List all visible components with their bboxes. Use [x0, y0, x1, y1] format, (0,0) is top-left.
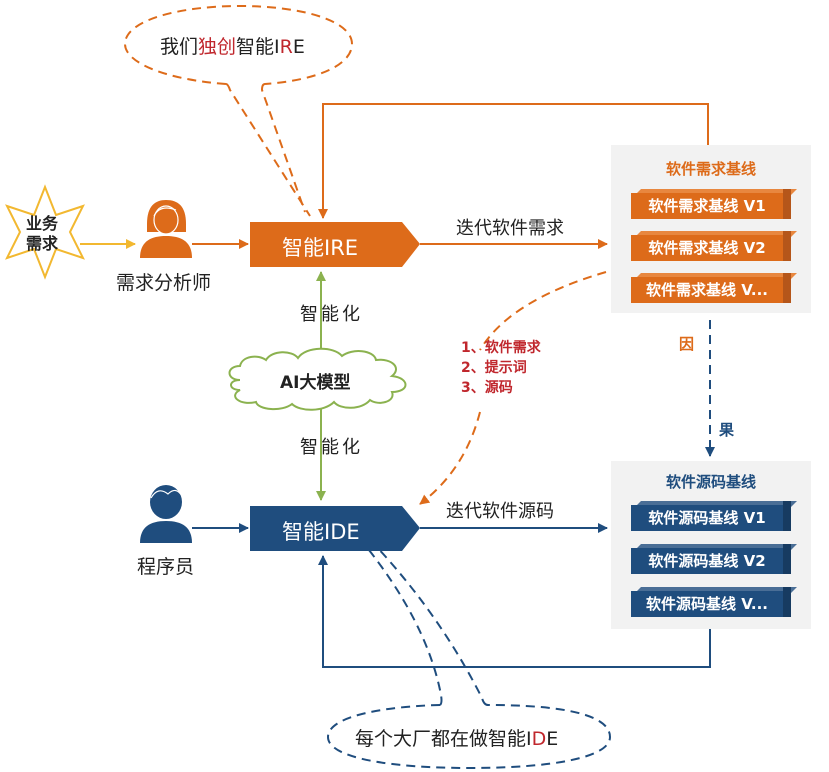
male-user-icon — [140, 485, 192, 543]
requirements-baseline-item[interactable]: 软件需求基线 V... — [631, 273, 797, 303]
ide-callout-shape — [326, 544, 612, 770]
business-need-label: 业务 需求 — [26, 214, 58, 254]
ire-callout-highlight: 独创 — [198, 36, 237, 58]
requirements-baseline-item[interactable]: 软件需求基线 V1 — [631, 189, 797, 219]
cloud-icon — [228, 347, 407, 411]
requirements-baseline-item[interactable]: 软件需求基线 V2 — [631, 231, 797, 261]
iterate-code-label: 迭代软件源码 — [446, 501, 554, 522]
ai-up-label: 智能化 — [300, 304, 363, 325]
ire-callout-text: 我们独创智能IRE — [160, 32, 305, 59]
ide-callout-text: 每个大厂都在做智能IDE — [355, 724, 558, 751]
requirements-baseline-item-label: 软件需求基线 V1 — [631, 193, 783, 219]
code-baseline-item[interactable]: 软件源码基线 V2 — [631, 544, 797, 574]
inputs-item: 1、软件需求 — [461, 340, 541, 356]
inputs-item: 2、提示词 — [461, 360, 527, 376]
ire-callout-prefix: 我们 — [160, 36, 199, 58]
ide-callout-prefix: 每个大厂都在做智能I — [355, 728, 532, 750]
star-burst-icon — [5, 184, 85, 280]
requirements-baseline-item-label: 软件需求基线 V... — [631, 277, 783, 303]
business-need-line2: 需求 — [26, 234, 59, 253]
ire-box-label: 智能IRE — [282, 236, 359, 260]
inputs-list: 1、软件需求 2、提示词 3、源码 — [461, 338, 541, 398]
ire-callout-suffix: E — [292, 36, 305, 58]
ai-down-label: 智能化 — [300, 437, 363, 458]
requirements-baseline-title: 软件需求基线 — [665, 160, 756, 178]
cause-label: 因 — [679, 335, 695, 353]
code-baseline-item[interactable]: 软件源码基线 V1 — [631, 501, 797, 531]
ire-callout-shape — [123, 4, 354, 217]
ire-callout-highlight2: R — [279, 36, 293, 58]
code-feedback-loop — [318, 555, 711, 668]
business-need-line1: 业务 — [26, 214, 59, 233]
ide-callout-suffix: E — [546, 728, 559, 750]
effect-label: 果 — [719, 421, 735, 439]
req-feedback-loop — [318, 103, 709, 219]
ide-box[interactable] — [250, 506, 420, 551]
ire-callout-middle: 智能I — [236, 36, 280, 58]
analyst-label: 需求分析师 — [116, 272, 212, 294]
iterate-requirements-label: 迭代软件需求 — [456, 218, 564, 239]
code-baseline-panel: 软件源码基线 软件源码基线 V1 软件源码基线 V2 软件源码基线 V... — [611, 461, 811, 629]
inputs-dashed-arrow — [420, 271, 607, 504]
code-baseline-item-label: 软件源码基线 V1 — [631, 505, 783, 531]
requirements-baseline-item-label: 软件需求基线 V2 — [631, 235, 783, 261]
female-user-icon — [140, 200, 192, 258]
programmer-label: 程序员 — [137, 556, 195, 578]
inputs-item: 3、源码 — [461, 380, 513, 396]
code-baseline-item-label: 软件源码基线 V2 — [631, 548, 783, 574]
requirements-baseline-panel: 软件需求基线 软件需求基线 V1 软件需求基线 V2 软件需求基线 V... — [611, 145, 811, 313]
code-baseline-item-label: 软件源码基线 V... — [631, 591, 783, 617]
ire-box[interactable] — [250, 222, 420, 267]
ide-box-label: 智能IDE — [282, 520, 360, 544]
ide-callout-highlight: D — [531, 728, 547, 750]
ai-model-label: AI大模型 — [280, 373, 351, 393]
code-baseline-item[interactable]: 软件源码基线 V... — [631, 587, 797, 617]
code-baseline-title: 软件源码基线 — [665, 473, 756, 491]
